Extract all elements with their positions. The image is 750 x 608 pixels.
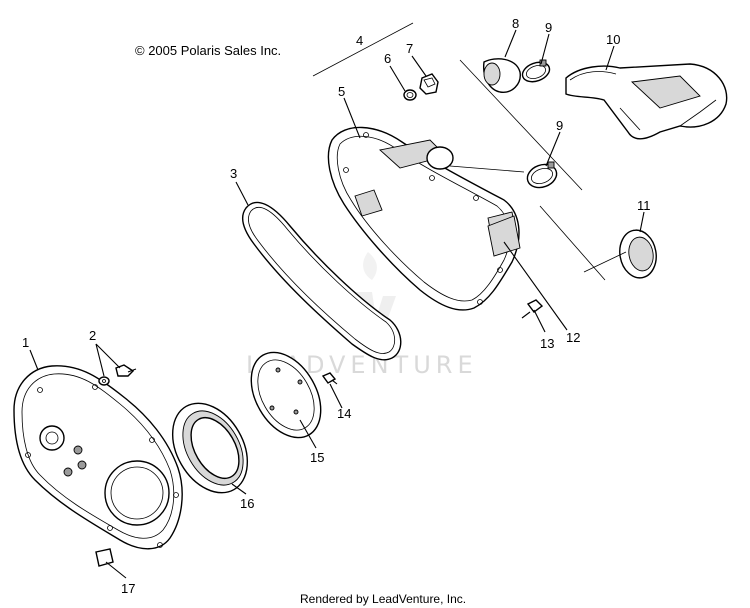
callout-13: 13 (540, 336, 554, 351)
callout-16: 16 (240, 496, 254, 511)
outer-clutch-cover[interactable] (327, 126, 520, 311)
part-10-air-duct[interactable] (565, 63, 728, 140)
callout-9-top: 9 (545, 20, 552, 35)
callout-7: 7 (406, 41, 413, 56)
part-7-plug[interactable] (419, 73, 439, 95)
part-14-screw[interactable] (321, 372, 338, 385)
callouts: 1 2 3 4 5 6 7 8 9 9 10 11 12 13 14 15 16… (22, 16, 651, 596)
callout-15: 15 (310, 450, 324, 465)
part-8-adapter[interactable] (483, 58, 521, 93)
assembly-lines (312, 22, 627, 281)
callout-14: 14 (337, 406, 351, 421)
callout-11: 11 (637, 198, 651, 213)
part-9-clamp-top[interactable] (520, 59, 552, 85)
callout-2: 2 (89, 328, 96, 343)
leader-lines (29, 29, 645, 579)
part-17-tab[interactable] (95, 548, 114, 567)
part-6-oring[interactable] (403, 89, 417, 101)
callout-6: 6 (384, 51, 391, 66)
callout-17: 17 (121, 581, 135, 596)
part-11-gasket[interactable] (616, 227, 660, 281)
part-16-ring[interactable] (157, 390, 262, 506)
callout-10: 10 (606, 32, 620, 47)
inner-clutch-cover[interactable] (13, 365, 183, 550)
callout-12: 12 (566, 330, 580, 345)
part-13-bolt[interactable] (521, 299, 544, 319)
part-2-screw[interactable] (98, 364, 137, 386)
copyright-text: © 2005 Polaris Sales Inc. (135, 43, 281, 58)
callout-8: 8 (512, 16, 519, 31)
callout-9-lower: 9 (556, 118, 563, 133)
callout-3: 3 (230, 166, 237, 181)
part-9-clamp-lower[interactable] (524, 161, 560, 192)
callout-1: 1 (22, 335, 29, 350)
drive-belt[interactable] (242, 201, 402, 361)
callout-4: 4 (356, 33, 363, 48)
part-12-screen[interactable] (487, 215, 521, 257)
footer-credit: Rendered by LeadVenture, Inc. (300, 592, 466, 606)
callout-5: 5 (338, 84, 345, 99)
